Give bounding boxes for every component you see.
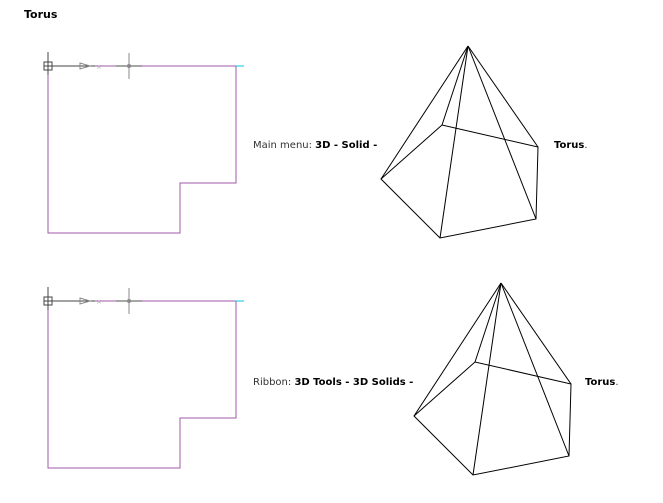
profile-drawing-2: × bbox=[43, 287, 244, 469]
command-name: Torus bbox=[554, 140, 585, 151]
period: . bbox=[615, 377, 619, 388]
ribbon-instruction: Ribbon: 3D Tools - 3D Solids - bbox=[253, 377, 413, 388]
profile-drawing-1: × bbox=[43, 52, 244, 234]
pyramid-wireframe-1 bbox=[380, 45, 539, 239]
page-title: Torus bbox=[24, 8, 58, 21]
ribbon-prefix: Ribbon: bbox=[253, 377, 295, 388]
main-menu-prefix: Main menu: bbox=[253, 140, 316, 151]
ribbon-path: 3D Tools - 3D Solids - bbox=[294, 377, 414, 388]
main-menu-path: 3D - Solid - bbox=[315, 140, 378, 151]
main-menu-command: Torus. bbox=[554, 140, 588, 151]
command-name: Torus bbox=[585, 377, 616, 388]
period: . bbox=[584, 140, 588, 151]
ribbon-command: Torus. bbox=[585, 377, 619, 388]
svg-text:×: × bbox=[96, 298, 102, 306]
main-menu-instruction: Main menu: 3D - Solid - bbox=[253, 140, 377, 151]
pyramid-wireframe-2 bbox=[413, 282, 572, 476]
svg-text:×: × bbox=[96, 63, 102, 71]
